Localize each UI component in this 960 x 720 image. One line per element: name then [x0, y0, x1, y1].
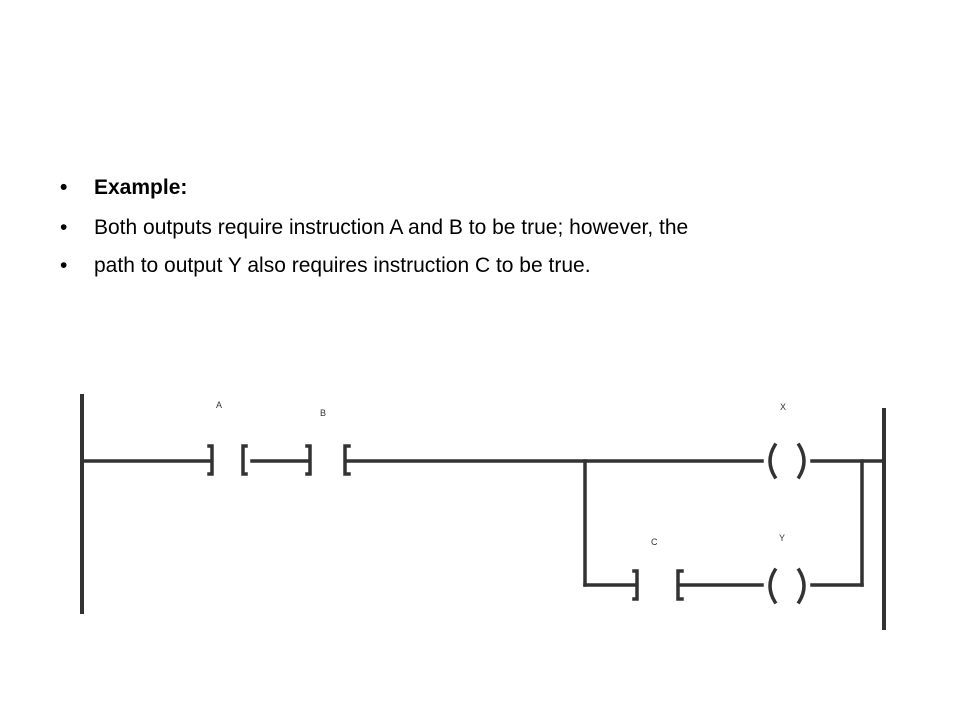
contact-c-left-bar: [632, 569, 639, 601]
contact-a-label: A: [216, 400, 222, 410]
coil-y-right-paren: [796, 567, 806, 605]
coil-x-right-paren: [796, 442, 806, 480]
bullet-marker: •: [60, 216, 68, 239]
coil-x: X: [768, 402, 806, 480]
contact-b-label: B: [320, 408, 326, 418]
contact-b-left-bar: [305, 444, 312, 476]
coil-y-label: Y: [779, 533, 785, 543]
contact-b-right-bar: [343, 444, 351, 476]
contact-a: A: [207, 400, 248, 476]
contact-c-right-bar: [676, 569, 684, 601]
bullet-text: Example:: [94, 176, 188, 199]
bullet-both-outputs: • Both outputs require instruction A and…: [60, 214, 920, 242]
bullet-path-to-y: • path to output Y also requires instruc…: [60, 252, 920, 280]
contact-a-right-bar: [241, 444, 248, 476]
coil-y: Y: [768, 533, 806, 605]
bullet-text: Both outputs require instruction A and B…: [94, 216, 689, 239]
coil-y-left-paren: [768, 567, 778, 605]
bullet-marker: •: [60, 254, 68, 277]
coil-x-label: X: [780, 402, 786, 412]
contact-a-left-bar: [207, 444, 214, 476]
bullet-list: • Example: • Both outputs require instru…: [60, 174, 920, 290]
bullet-example: • Example:: [60, 174, 920, 202]
contact-b: B: [305, 408, 351, 476]
bullet-text: path to output Y also requires instructi…: [94, 254, 591, 277]
bullet-marker: •: [60, 176, 68, 199]
contact-c-label: C: [651, 537, 658, 547]
coil-x-left-paren: [768, 442, 778, 480]
contact-c: C: [632, 537, 684, 601]
